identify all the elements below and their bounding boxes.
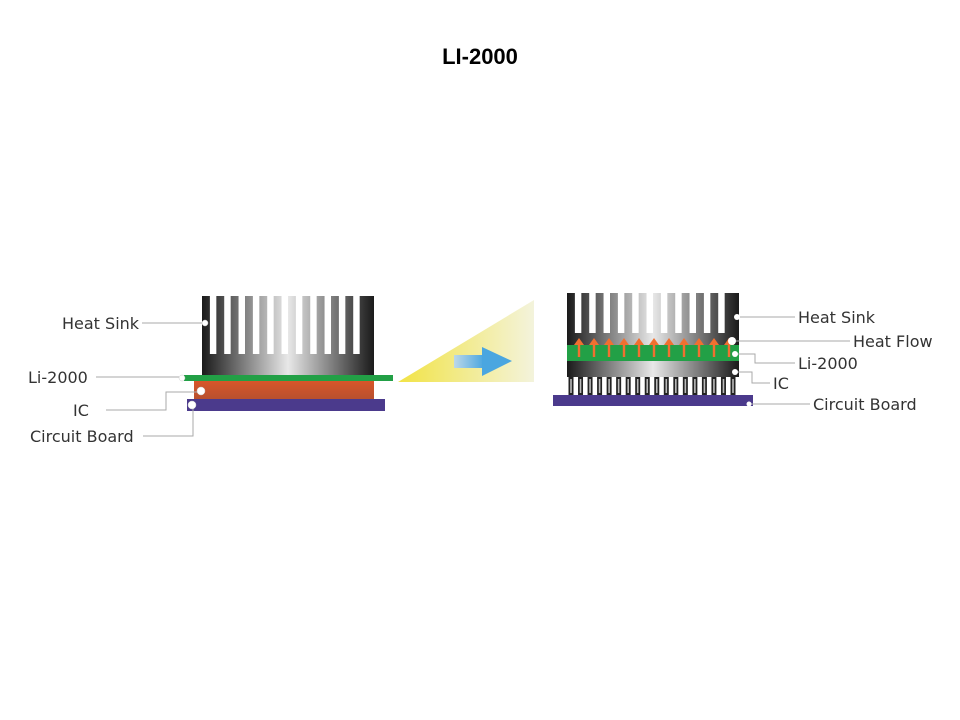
fin-gap bbox=[224, 296, 231, 354]
fin-gap bbox=[617, 293, 625, 333]
heat-flow-arrow-icon bbox=[679, 338, 689, 357]
left-diagram: Heat Sink Li-2000 IC Circuit Board bbox=[28, 296, 393, 446]
heat-flow-arrow-icon bbox=[589, 338, 599, 357]
heat-flow-arrow-icon bbox=[664, 338, 674, 357]
right-ic-body bbox=[567, 361, 739, 377]
right-heat-sink bbox=[567, 293, 739, 345]
fin-gap bbox=[209, 296, 217, 354]
heat-flow-arrow-icon bbox=[604, 338, 614, 357]
left-label-heat-sink: Heat Sink bbox=[62, 314, 140, 333]
right-board-marker bbox=[746, 401, 752, 407]
left-ic-marker bbox=[196, 386, 206, 396]
left-heat-sink-marker bbox=[201, 319, 209, 327]
heat-flow-arrow-icon bbox=[709, 338, 719, 357]
heat-flow-arrow-icon bbox=[619, 338, 629, 357]
fin-gap bbox=[718, 293, 725, 333]
right-label-li2000: Li-2000 bbox=[798, 354, 858, 373]
fin-gap bbox=[267, 296, 274, 354]
fin-gap bbox=[660, 293, 668, 333]
heat-flow-arrow-icon bbox=[634, 338, 644, 357]
fin-gap bbox=[603, 293, 610, 333]
fin-gap bbox=[310, 296, 317, 354]
left-label-li2000: Li-2000 bbox=[28, 368, 88, 387]
right-circuit-board bbox=[553, 395, 753, 406]
left-li2000-layer bbox=[184, 375, 393, 381]
left-heat-sink bbox=[202, 296, 374, 376]
right-heat-sink-marker bbox=[734, 314, 740, 320]
fin-gap bbox=[281, 296, 288, 354]
fin-gap bbox=[675, 293, 682, 333]
ic-pins bbox=[568, 377, 736, 395]
fin-gap bbox=[703, 293, 711, 333]
right-diagram: Heat Sink Heat Flow Li-2000 IC Circuit B… bbox=[553, 293, 933, 414]
right-ic-marker bbox=[732, 369, 738, 375]
heat-flow-arrow-icon bbox=[574, 338, 584, 357]
spotlight-beam bbox=[398, 300, 534, 382]
fin-gap bbox=[689, 293, 696, 333]
left-ic-layer bbox=[194, 381, 374, 399]
heat-flow-arrow-icon bbox=[649, 338, 659, 357]
fin-gap bbox=[295, 296, 303, 354]
right-li2000-marker bbox=[732, 351, 738, 357]
right-label-heat-sink: Heat Sink bbox=[798, 308, 876, 327]
fin-gap bbox=[632, 293, 639, 333]
right-label-circuit-board: Circuit Board bbox=[813, 395, 917, 414]
left-circuit-board bbox=[187, 399, 385, 411]
heat-flow-arrows bbox=[574, 338, 734, 357]
fin-gap bbox=[589, 293, 596, 333]
heat-flow-arrow-icon bbox=[694, 338, 704, 357]
left-board-marker bbox=[187, 400, 197, 410]
right-heat-flow-marker bbox=[728, 337, 736, 345]
fin-gap bbox=[574, 293, 582, 333]
transition-arrow-icon bbox=[454, 347, 512, 376]
left-label-circuit-board: Circuit Board bbox=[30, 427, 134, 446]
fin-gap bbox=[324, 296, 331, 354]
fin-gap bbox=[238, 296, 245, 354]
page-title: LI-2000 bbox=[442, 44, 518, 69]
right-label-heat-flow: Heat Flow bbox=[853, 332, 933, 351]
fin-gap bbox=[338, 296, 346, 354]
fin-gap bbox=[353, 296, 360, 354]
fin-gap bbox=[646, 293, 653, 333]
right-label-ic: IC bbox=[773, 374, 789, 393]
transition bbox=[398, 300, 534, 382]
fin-gap bbox=[252, 296, 260, 354]
left-li2000-marker bbox=[178, 374, 186, 382]
left-label-ic: IC bbox=[73, 401, 89, 420]
